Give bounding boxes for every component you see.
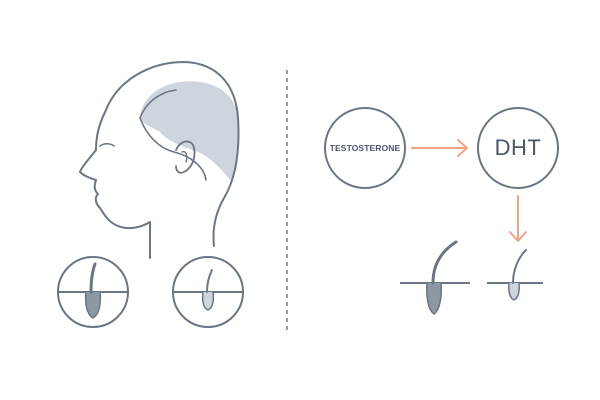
hair-strand-thin-icon <box>487 249 543 301</box>
ear <box>175 140 196 174</box>
down-arrow-icon <box>509 195 527 242</box>
hairline <box>139 89 177 119</box>
conversion-arrow-icon <box>411 139 468 157</box>
healthy-follicle-icon <box>57 256 129 328</box>
head-outline <box>105 60 240 247</box>
thinning-scalp-area <box>140 81 239 182</box>
dht-circle <box>477 107 559 189</box>
sideburn-line <box>139 117 207 181</box>
hair-strand-thick-icon <box>400 240 470 315</box>
dht-label: DHT <box>494 135 542 160</box>
head-profile-icon <box>79 60 240 259</box>
face-profile <box>79 109 151 259</box>
testosterone-circle <box>324 107 406 189</box>
shrinking-follicle-icon <box>172 256 244 328</box>
testosterone-label: TESTOSTERONE <box>329 143 401 153</box>
eye <box>99 142 115 147</box>
